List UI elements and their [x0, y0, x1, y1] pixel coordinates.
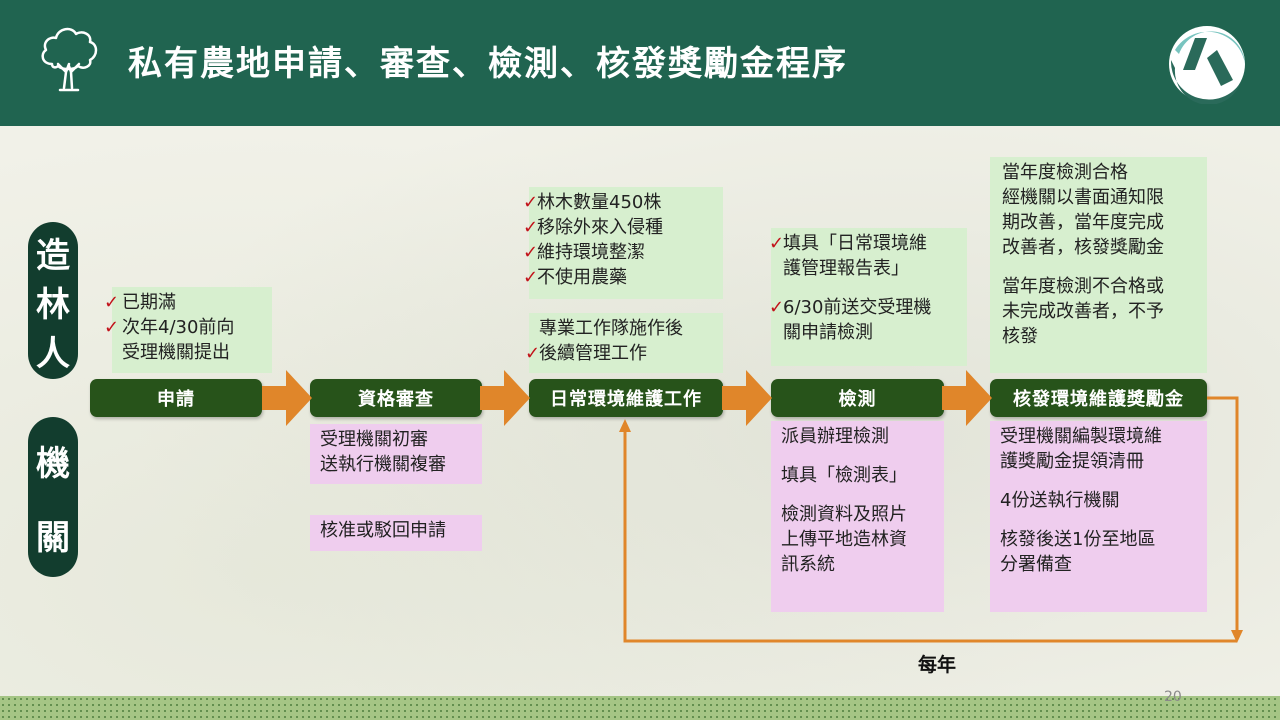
note-maintenance-checks: ✓林木數量450株 ✓移除外來入侵種 ✓維持環境整潔 ✓不使用農藥 — [523, 187, 723, 299]
check-icon: ✓ — [523, 217, 539, 238]
step-issue-reward: 核發環境維護獎勵金 — [990, 379, 1207, 417]
step-eligibility-review: 資格審查 — [310, 379, 482, 417]
check-icon: ✓ — [104, 317, 120, 338]
header-bar: 私有農地申請、審查、檢測、核發獎勵金程序 — [0, 0, 1280, 126]
page-title: 私有農地申請、審查、檢測、核發獎勵金程序 — [128, 44, 848, 84]
role-char: 人 — [36, 334, 70, 374]
check-icon: ✓ — [523, 242, 539, 263]
check-icon: ✓ — [523, 192, 539, 213]
note-review-initial: 受理機關初審 送執行機關複審 — [310, 424, 482, 484]
tree-icon — [41, 27, 98, 92]
note-maintenance-team: 專業工作隊施作後 ✓後續管理工作 — [525, 313, 723, 373]
note-review-decision: 核准或駁回申請 — [310, 515, 482, 551]
role-agency: 機 關 — [28, 417, 78, 577]
check-icon: ✓ — [523, 267, 539, 288]
step-inspection: 檢測 — [771, 379, 944, 417]
role-char: 造 — [36, 236, 70, 276]
check-icon: ✓ — [769, 297, 785, 318]
check-icon: ✓ — [769, 233, 785, 254]
role-char: 關 — [36, 517, 70, 558]
page-number: 20 — [1164, 689, 1182, 705]
note-reward-conditions: 當年度檢測合格 經機關以書面通知限 期改善，當年度完成 改善者，核發獎勵金 當年… — [990, 157, 1207, 373]
role-planter: 造 林 人 — [28, 222, 78, 379]
step-daily-maintenance: 日常環境維護工作 — [529, 379, 723, 417]
role-char: 機 — [36, 443, 70, 484]
loop-label: 每年 — [918, 654, 957, 676]
arrow-right-icon — [722, 370, 772, 426]
check-icon: ✓ — [104, 292, 120, 313]
note-inspection-apply: ✓填具「日常環境維 護管理報告表」 ✓6/30前送交受理機 關申請檢測 — [769, 228, 967, 366]
step-apply: 申請 — [90, 379, 262, 417]
arrow-right-icon — [262, 370, 312, 426]
arrow-right-icon — [480, 370, 530, 426]
check-icon: ✓ — [525, 343, 541, 364]
arrow-right-icon — [942, 370, 992, 426]
footer-band — [0, 696, 1280, 720]
note-apply: ✓已期滿 ✓次年4/30前向 受理機關提出 — [104, 287, 272, 373]
note-inspection-agency: 派員辦理檢測 填具「檢測表」 檢測資料及照片 上傳平地造林資 訊系統 — [771, 421, 944, 612]
role-char: 林 — [36, 285, 70, 325]
note-reward-agency: 受理機關編製環境維 護獎勵金提領清冊 4份送執行機關 核發後送1份至地區 分署備… — [990, 421, 1207, 612]
circular-logo — [1169, 26, 1245, 104]
